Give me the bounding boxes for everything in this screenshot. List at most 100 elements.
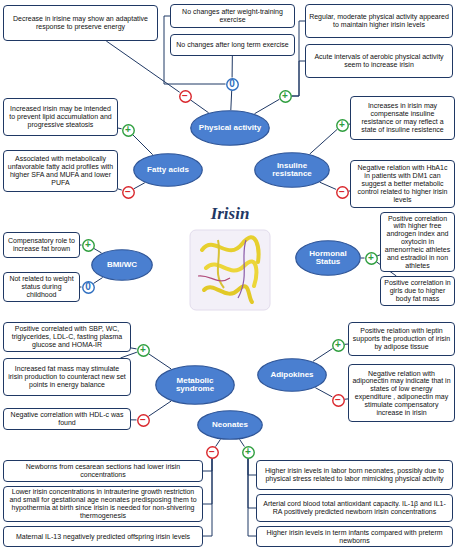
category-ellipse: Neonates — [197, 410, 263, 440]
sign-symbol: 0 — [229, 79, 235, 89]
category-label: Physical activity — [199, 124, 261, 132]
sign-symbol: − — [140, 415, 146, 425]
sign-symbol: − — [182, 91, 188, 101]
text-box: Negative relation with HbA1c in patients… — [350, 160, 455, 208]
sign-symbol: 0 — [85, 282, 91, 292]
box-text: Negative relation with adiponectin may i… — [352, 370, 451, 417]
sign-symbol: + — [368, 253, 374, 263]
category-label: Adipokines — [270, 371, 313, 379]
category-ellipse: Metabolic syndrome — [155, 365, 235, 405]
box-text: Regular, moderate physical activity appe… — [309, 13, 449, 29]
box-text: Higher irisin levels in labor born neona… — [260, 467, 449, 483]
connector-line — [190, 100, 208, 113]
text-box: Increased irisin may be intended to prev… — [3, 98, 118, 136]
text-box: Compensatory role to increase fat brown — [3, 232, 80, 258]
category-label: Fatty acids — [147, 166, 189, 174]
sign-circle: − — [137, 414, 150, 427]
category-ellipse: Insuline resistance — [254, 152, 330, 188]
sign-circle: − — [179, 90, 192, 103]
sign-symbol: + — [339, 120, 345, 130]
connector-line — [248, 459, 256, 537]
text-box: Higher irisin levels in labor born neona… — [256, 460, 453, 490]
connector-line — [148, 354, 171, 369]
sign-symbol: + — [282, 91, 288, 101]
text-box: Maternal IL-13 negatively predicted offs… — [3, 526, 203, 547]
box-text: Decrease in irisine may show an adaptati… — [7, 15, 154, 31]
connector-line — [230, 90, 232, 110]
sign-circle: − — [122, 186, 135, 199]
category-ellipse: BMI/WC — [91, 249, 153, 281]
sign-circle: 0 — [226, 78, 239, 91]
text-box: Newborns from cesarean sections had lowe… — [3, 460, 203, 482]
box-text: Compensatory role to increase fat brown — [7, 237, 76, 253]
sign-circle: 0 — [82, 281, 95, 294]
connector-line — [240, 439, 245, 446]
text-box: Positive correlation in girls due to hig… — [380, 276, 455, 306]
connector-line — [80, 287, 82, 288]
box-text: Acute intervals of aerobic physical acti… — [309, 53, 449, 69]
text-box: No changes after weight-training exercis… — [170, 4, 295, 28]
text-box: Associated with metabolically unfavorabl… — [3, 150, 118, 192]
box-text: Arterial cord blood total antioxidant ca… — [260, 500, 449, 516]
connector-line — [118, 128, 122, 130]
connector-line — [131, 419, 137, 420]
category-label: Insuline resistance — [262, 162, 322, 179]
sign-symbol: − — [335, 395, 341, 405]
box-text: Positive relation with leptin supports t… — [352, 327, 451, 350]
text-box: Negative relation with adiponectin may i… — [348, 364, 455, 422]
category-label: Neonates — [212, 421, 248, 429]
box-text: Associated with metabolically unfavorabl… — [7, 155, 114, 186]
sign-symbol: + — [335, 340, 341, 350]
box-text: Maternal IL-13 negatively predicted offs… — [16, 533, 190, 541]
sign-symbol: + — [125, 125, 131, 135]
sign-symbol: + — [85, 240, 91, 250]
box-text: Increases in irisin may compensate insul… — [354, 102, 451, 133]
text-box: No changes after long term exercise — [170, 34, 295, 56]
sign-circle: + — [137, 344, 150, 357]
text-box: Positive relation with leptin supports t… — [348, 322, 455, 356]
text-box: Lower irisin concentrations in intrauter… — [3, 486, 203, 522]
text-box: Increases in irisin may compensate insul… — [350, 96, 455, 140]
box-text: Higher irisin levels in term infants com… — [260, 529, 449, 545]
sign-symbol: − — [125, 187, 131, 197]
box-text: Increased fat mass may stimulate irisin … — [7, 365, 127, 388]
sign-circle: + — [365, 252, 378, 265]
sign-circle: + — [336, 119, 349, 132]
connector-line — [248, 459, 256, 476]
sign-symbol: − — [339, 187, 345, 197]
protein-illustration — [188, 228, 272, 312]
connector-line — [94, 248, 102, 253]
text-box: Positive correlation with higher free an… — [380, 212, 455, 272]
box-text: Negative correlation with HDL-c was foun… — [7, 411, 127, 427]
connector-line — [203, 459, 212, 537]
box-text: Negative relation with HbA1c in patients… — [354, 164, 451, 203]
box-text: Not related to weight status during chil… — [7, 275, 76, 298]
sign-symbol: + — [140, 345, 146, 355]
connector-line — [310, 129, 337, 154]
connector-line — [361, 258, 365, 259]
connector-line — [148, 401, 171, 416]
sign-symbol: − — [209, 447, 215, 457]
text-box: Positive correlated with SBP, WC, trigly… — [3, 322, 131, 352]
box-text: No changes after weight-training exercis… — [174, 8, 291, 24]
connector-line — [292, 21, 306, 96]
connector-line — [203, 459, 212, 472]
box-text: Increased irisin may be intended to prev… — [7, 105, 114, 128]
box-text: Positive correlation with higher free an… — [384, 215, 451, 270]
category-label: BMI/WC — [107, 261, 137, 269]
category-label: Metabolic syndrome — [163, 377, 227, 394]
connector-line — [80, 245, 82, 246]
diagram-title: Irisin — [170, 204, 290, 224]
text-box: Arterial cord blood total antioxidant ca… — [256, 494, 453, 522]
connector-line — [254, 99, 279, 113]
category-label: Hormonal Status — [303, 250, 353, 267]
text-box: Regular, moderate physical activity appe… — [305, 4, 453, 38]
connector-line — [131, 347, 137, 349]
category-ellipse: Fatty acids — [133, 153, 203, 187]
connector-line — [232, 56, 233, 78]
connector-line — [216, 439, 221, 446]
text-box: Acute intervals of aerobic physical acti… — [305, 44, 453, 78]
text-box: Increased fat mass may stimulate irisin … — [3, 358, 131, 396]
sign-symbol: + — [245, 447, 251, 457]
connector-line — [292, 61, 306, 96]
